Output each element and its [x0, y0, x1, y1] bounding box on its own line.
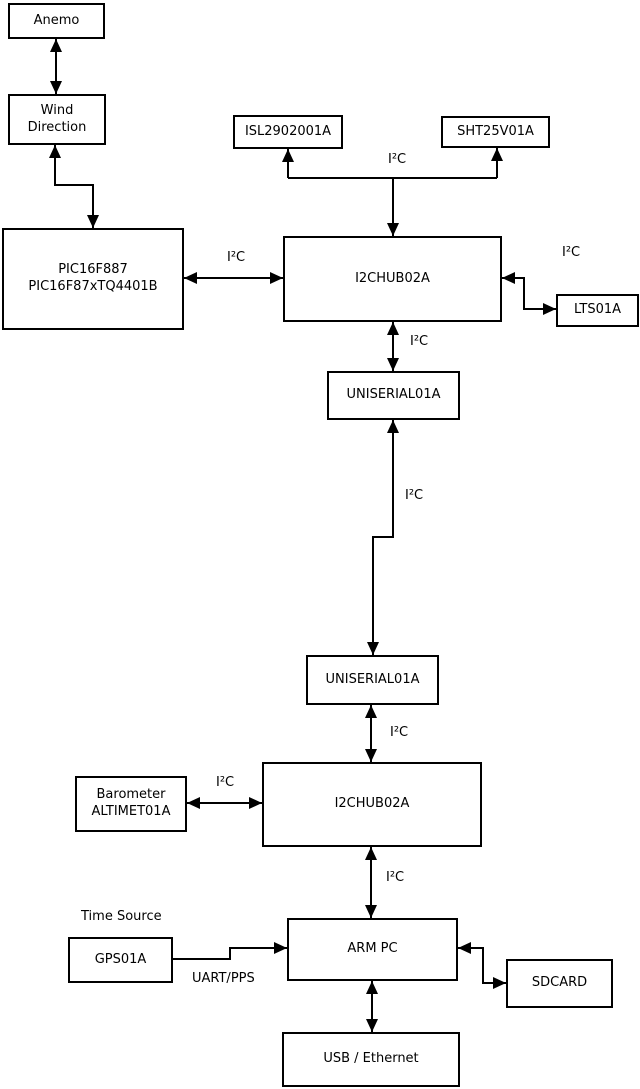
node-label-uniserial-1: UNISERIAL01A [346, 387, 441, 403]
node-arm-pc: ARM PC [287, 918, 458, 981]
node-label-sht25v01a: SHT25V01A [457, 123, 534, 139]
node-uniserial-1: UNISERIAL01A [327, 371, 460, 420]
node-label-sdcard: SDCARD [531, 975, 588, 991]
node-sht25v01a: SHT25V01A [441, 116, 550, 148]
node-lts01a: LTS01A [556, 294, 639, 327]
node-label-arm-pc: ARM PC [347, 941, 398, 957]
node-label-wind-direction: Wind Direction [27, 102, 87, 135]
label-i2c-hub1-uniserial1: I²C [410, 334, 429, 349]
node-isl2902001a: ISL2902001A [233, 115, 343, 149]
node-barometer: Barometer ALTIMET01A [75, 776, 187, 832]
label-i2c-hub2-armpc: I²C [386, 870, 405, 885]
node-anemo: Anemo [8, 3, 105, 39]
node-i2chub-2: I2CHUB02A [262, 762, 482, 847]
node-pic: PIC16F887 PIC16F87xTQ4401B [2, 228, 184, 330]
node-label-gps01a: GPS01A [94, 951, 147, 967]
label-i2c-uniserial-link: I²C [405, 488, 424, 503]
edge-wind-pic [49, 145, 99, 228]
node-label-anemo: Anemo [33, 12, 80, 28]
node-usb-ethernet: USB / Ethernet [282, 1032, 460, 1087]
node-label-barometer: Barometer ALTIMET01A [91, 787, 171, 819]
node-i2chub-1: I2CHUB02A [283, 236, 502, 322]
label-i2c-hub1-lts: I²C [562, 245, 581, 260]
label-i2c-uniserial2-hub2: I²C [390, 725, 409, 740]
node-wind-direction: Wind Direction [8, 94, 106, 145]
edge-armpc-sdcard [458, 942, 506, 989]
node-uniserial-2: UNISERIAL01A [306, 655, 439, 705]
node-sdcard: SDCARD [506, 959, 613, 1008]
label-i2c-barometer-hub2: I²C [216, 775, 235, 790]
label-i2c-sensor-bus: I²C [388, 152, 407, 167]
node-label-lts01a: LTS01A [573, 302, 622, 318]
edge-hub1-lts [502, 272, 556, 315]
label-uart-pps: UART/PPS [192, 971, 255, 986]
node-label-isl2902001a: ISL2902001A [244, 123, 332, 139]
edge-gps-armpc [173, 942, 287, 960]
node-label-usb-ethernet: USB / Ethernet [323, 1051, 419, 1067]
node-label-uniserial-2: UNISERIAL01A [325, 671, 420, 687]
node-label-pic: PIC16F887 PIC16F87xTQ4401B [28, 262, 158, 294]
label-time-source: Time Source [81, 909, 162, 924]
label-i2c-pic-hub1: I²C [227, 250, 246, 265]
node-label-i2chub-1: I2CHUB02A [355, 270, 430, 286]
edge-uniserial1-uniserial2 [367, 420, 399, 655]
node-label-i2chub-2: I2CHUB02A [334, 796, 410, 812]
node-gps01a: GPS01A [68, 937, 173, 983]
